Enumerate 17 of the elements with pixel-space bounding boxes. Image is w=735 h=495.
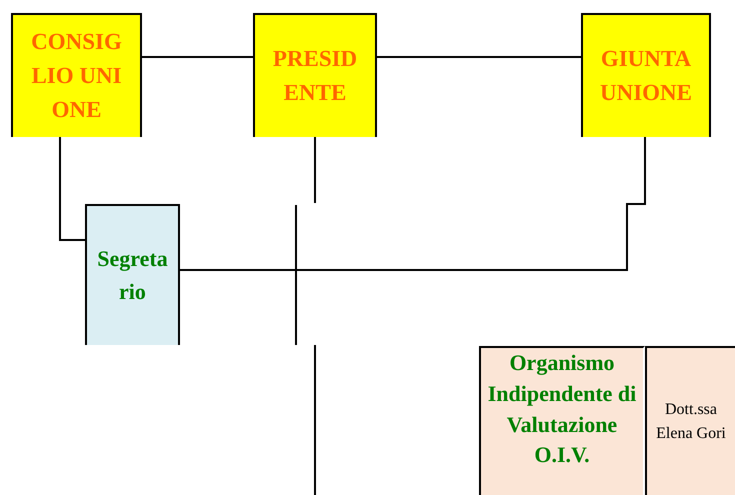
org-box	[253, 13, 377, 137]
org-box	[85, 204, 180, 345]
org-box	[581, 13, 711, 137]
box-label: Organismo Indipendente di Valutazione O.I.V.	[486, 349, 638, 470]
org-box	[479, 346, 645, 495]
name-cell	[645, 346, 735, 495]
connector-line	[59, 137, 85, 241]
connector-line	[295, 136, 316, 495]
box-label: Dott.ssa Elena Gori	[655, 400, 727, 444]
box-label: PRESIDENTE	[272, 44, 358, 107]
box-label: GIUNTA UNIONE	[598, 44, 693, 107]
box-label: Segretario	[96, 244, 169, 306]
connector-line	[180, 137, 646, 271]
connector-line	[377, 56, 581, 58]
connector-line	[142, 56, 253, 58]
box-label: CONSIGLIO UNIONE	[30, 28, 123, 124]
org-box	[11, 13, 142, 137]
